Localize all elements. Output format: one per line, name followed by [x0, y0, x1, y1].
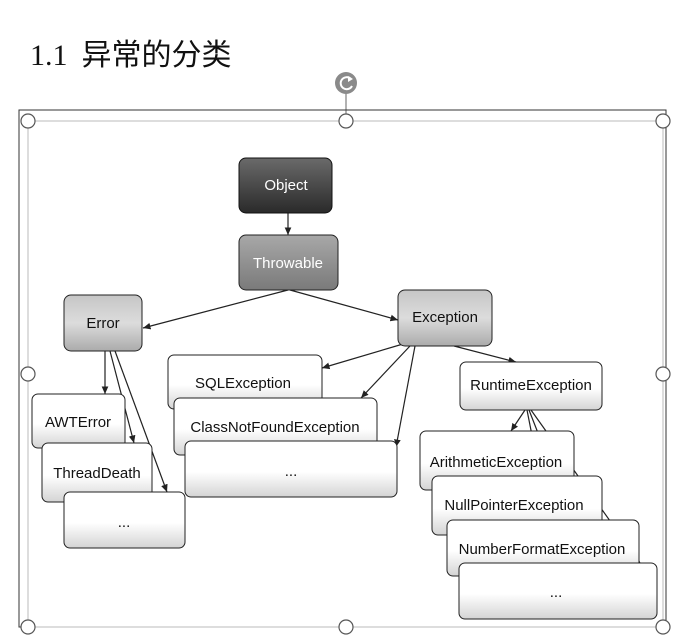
node-runtime-more-label: ... [550, 584, 563, 601]
node-numberformat[interactable]: NumberFormatException [446, 519, 640, 577]
edge-error-more [114, 350, 168, 493]
node-numberformat-label: NumberFormatException [459, 541, 626, 558]
node-error-more-label: ... [118, 514, 131, 531]
edge-runtime-arithmetic [510, 409, 526, 432]
node-exception-label: Exception [412, 309, 478, 326]
resize-handle-icon [20, 366, 36, 382]
node-exception[interactable]: Exception [397, 289, 493, 347]
section-heading: 1.1 异常的分类 [30, 30, 232, 74]
resize-handle-icon [655, 366, 671, 382]
resize-handle-icon [20, 619, 36, 635]
node-sqlexception-label: SQLException [195, 375, 291, 392]
node-awterror[interactable]: AWTError [31, 393, 126, 449]
edge-exception-classnotfound [360, 345, 411, 399]
resize-handle-icon [338, 113, 354, 129]
edge-throwable-error [142, 289, 289, 330]
edge-exception-sql [321, 343, 404, 370]
edge-exception-more [394, 345, 416, 448]
node-threaddeath[interactable]: ThreadDeath [41, 442, 153, 503]
node-runtimeexception[interactable]: RuntimeException [459, 361, 603, 411]
node-object[interactable]: Object [238, 157, 333, 214]
node-threaddeath-label: ThreadDeath [53, 465, 141, 482]
resize-handle-icon [655, 619, 671, 635]
node-arithmetic-label: ArithmeticException [430, 454, 563, 471]
node-arithmetic[interactable]: ArithmeticException [419, 430, 575, 491]
edge-exception-runtime [453, 345, 517, 364]
node-throwable-label: Throwable [253, 255, 323, 272]
node-exception-more-label: ... [285, 463, 298, 480]
section-number: 1.1 [30, 39, 68, 72]
resize-handle-icon [338, 619, 354, 635]
node-error-more[interactable]: ... [63, 491, 186, 549]
resize-handles[interactable] [20, 113, 671, 635]
section-title: 异常的分类 [81, 39, 232, 72]
node-throwable[interactable]: Throwable [238, 234, 339, 291]
node-runtimeexception-label: RuntimeException [470, 377, 592, 394]
node-error[interactable]: Error [63, 294, 143, 352]
edge-throwable-exception [289, 289, 399, 322]
node-nullpointer-label: NullPointerException [444, 497, 583, 514]
node-classnotfound-label: ClassNotFoundException [190, 419, 359, 436]
node-exception-more[interactable]: ... [184, 440, 398, 498]
rotate-icon[interactable] [335, 72, 357, 94]
resize-handle-icon [655, 113, 671, 129]
node-sqlexception[interactable]: SQLException [167, 354, 323, 410]
node-object-label: Object [264, 177, 308, 194]
node-awterror-label: AWTError [45, 414, 111, 431]
resize-handle-icon [20, 113, 36, 129]
node-runtime-more[interactable]: ... [458, 562, 658, 620]
node-error-label: Error [86, 315, 119, 332]
